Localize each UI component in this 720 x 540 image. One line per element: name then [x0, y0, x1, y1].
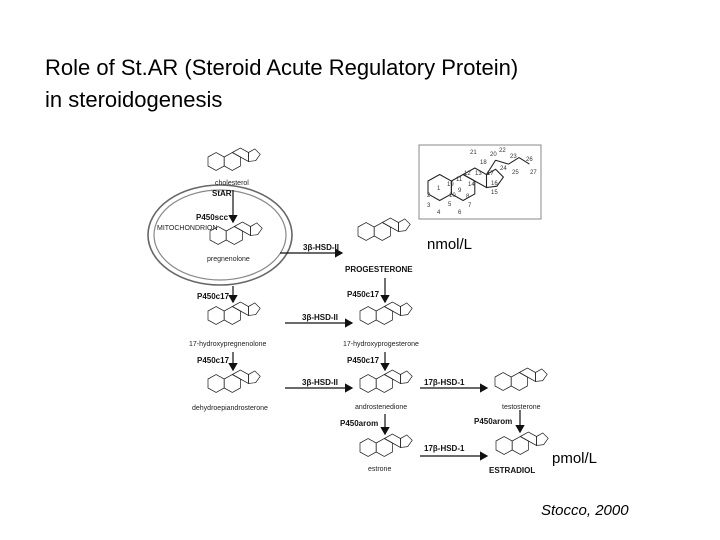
label-pregnenolone: pregnenolone: [207, 256, 250, 263]
label-p450arom-b: P450arom: [474, 417, 513, 426]
atom-label-12: 12: [464, 171, 471, 177]
label-dhea: dehydroepiandrosterone: [192, 405, 268, 412]
atom-label-21: 21: [470, 150, 477, 156]
atom-label-10: 10: [449, 193, 456, 199]
title-line-1: Role of St.AR (Steroid Acute Regulatory …: [45, 55, 519, 80]
atom-label-15: 15: [491, 190, 498, 196]
label-17b-hsd-a: 17β-HSD-1: [424, 378, 465, 387]
label-3b-hsd-3: 3β-HSD-II: [302, 378, 338, 387]
dhea-structure: [207, 369, 261, 393]
hydroxypregnenolone-structure: [207, 301, 261, 325]
label-p450arom-a: P450arom: [340, 419, 379, 428]
concentration-pmol: pmol/L: [552, 450, 598, 467]
atom-label-14: 14: [468, 182, 475, 188]
citation-credit: Stocco, 2000: [541, 502, 629, 519]
title-line-2: in steroidogenesis: [45, 87, 223, 112]
atom-label-23: 23: [510, 154, 517, 160]
atom-label-24: 24: [500, 166, 507, 172]
mitochondrion-inner-membrane: [153, 189, 287, 281]
androstenedione-structure: [359, 369, 413, 393]
atom-label-5: 5: [448, 202, 452, 208]
atom-label-11: 11: [456, 177, 463, 183]
atom-label-9: 9: [458, 188, 462, 194]
numbered-skeleton: [427, 157, 530, 202]
testosterone-structure: [494, 367, 548, 391]
atom-label-26: 26: [526, 157, 533, 163]
atom-label-20: 20: [490, 152, 497, 158]
atom-label-7: 7: [468, 203, 472, 209]
atom-label-22: 22: [499, 148, 506, 154]
label-testosterone: testosterone: [502, 404, 541, 411]
label-hydroxypregnenolone: 17-hydroxypregnenolone: [189, 341, 267, 348]
label-3b-hsd-1: 3β-HSD-II: [303, 243, 339, 252]
atom-label-8: 8: [466, 194, 470, 200]
slide-title: Role of St.AR (Steroid Acute Regulatory …: [45, 52, 705, 116]
concentration-nmol: nmol/L: [427, 236, 473, 253]
atom-label-19: 19: [447, 182, 454, 188]
estradiol-structure: [495, 431, 549, 455]
atom-label-16: 16: [491, 181, 498, 187]
label-17b-hsd-b: 17β-HSD-1: [424, 444, 465, 453]
pregnenolone-structure: [209, 221, 263, 245]
atom-label-18: 18: [480, 160, 487, 166]
label-3b-hsd-2: 3β-HSD-II: [302, 313, 338, 322]
label-star: StAR: [212, 189, 232, 198]
label-hydroxyprogesterone: 17-hydroxyprogesterone: [343, 341, 419, 348]
label-estrone: estrone: [368, 466, 392, 473]
label-p450c17-c: P450c17: [197, 356, 230, 365]
atom-label-27: 27: [530, 170, 537, 176]
atom-label-1: 1: [437, 186, 441, 192]
label-progesterone: PROGESTERONE: [345, 265, 413, 274]
atom-label-25: 25: [512, 170, 519, 176]
atom-label-3: 3: [427, 203, 431, 209]
atom-label-13: 13: [475, 171, 482, 177]
atom-label-17: 17: [487, 171, 494, 177]
label-p450c17-d: P450c17: [347, 356, 380, 365]
atom-label-6: 6: [458, 210, 462, 216]
label-androstenedione: androstenedione: [355, 404, 408, 411]
label-p450c17-a: P450c17: [197, 292, 230, 301]
atom-label-2: 2: [427, 193, 431, 199]
atom-label-4: 4: [437, 210, 441, 216]
label-p450scc: P450scc: [196, 213, 229, 222]
numbered-skeleton-box: [418, 144, 542, 220]
label-p450c17-b: P450c17: [347, 290, 380, 299]
mitochondrion-outer-membrane: [147, 184, 293, 286]
label-cholesterol: cholesterol: [215, 180, 249, 187]
progesterone-structure: [357, 217, 411, 241]
hydroxyprogesterone-structure: [359, 301, 413, 325]
label-mitochondrion: MITOCHONDRION: [157, 225, 218, 232]
cholesterol-structure: [207, 147, 261, 171]
label-estradiol: ESTRADIOL: [489, 466, 536, 475]
estrone-structure: [359, 433, 413, 457]
